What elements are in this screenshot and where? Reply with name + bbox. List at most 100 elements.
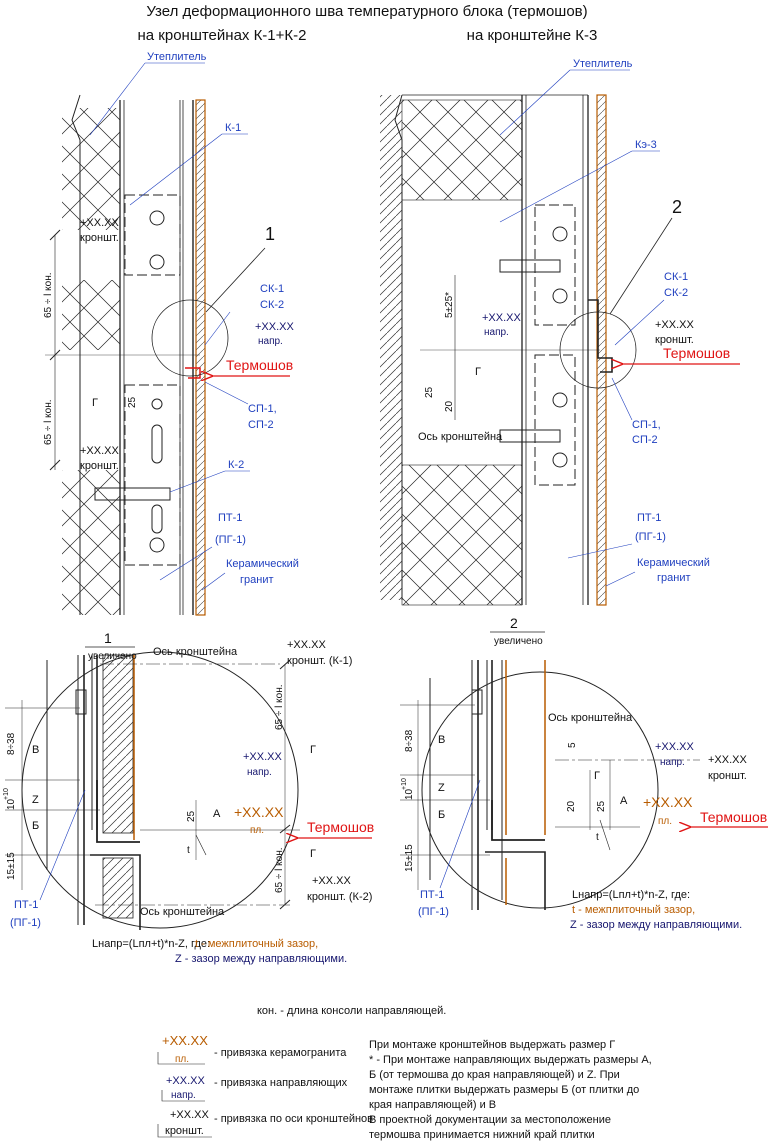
detail-2-level-bracket: кроншт. bbox=[708, 770, 747, 782]
detail-2-b: Б bbox=[438, 809, 445, 821]
detail-2-level-value-bracket: +XX.XX bbox=[708, 754, 747, 766]
level-bracket-2: кроншт. bbox=[80, 460, 119, 472]
dim-25-left: 25 bbox=[127, 396, 138, 408]
detail-2-level-plate: пл. bbox=[658, 816, 672, 827]
right-panel-heading: на кронштейне К-3 bbox=[467, 27, 598, 44]
detail-1-bracket-axis-top: Ось кронштейна bbox=[153, 646, 238, 658]
note-right-4: монтаже плитки выдержать размеры Б (от п… bbox=[369, 1084, 639, 1096]
formula-1-main: Lнапр=(Lпл+t)*n-Z, где: bbox=[92, 938, 210, 950]
detail-1-drawing bbox=[5, 651, 300, 930]
label-insulation-left: Утеплитель bbox=[147, 51, 207, 63]
detail-2-dim-15: 15±15 bbox=[404, 844, 415, 872]
legend-text-guide: - привязка направляющих bbox=[214, 1077, 348, 1089]
formula-1-z: Z - зазор между направляющими. bbox=[175, 953, 347, 965]
label-pg1-left: (ПГ-1) bbox=[215, 534, 246, 546]
termoshov-label-left: Термошов bbox=[226, 357, 293, 373]
detail-1-termoshov: Термошов bbox=[307, 819, 374, 835]
detail-2-t: t bbox=[596, 832, 599, 843]
mark-1-left: 1 bbox=[265, 224, 275, 244]
legend-text-bracket: - привязка по оси кронштейнов bbox=[214, 1113, 373, 1125]
detail-2-g: Г bbox=[594, 770, 600, 782]
label-insulation-right: Утеплитель bbox=[573, 58, 633, 70]
formula-1-t: t - межплиточный зазор, bbox=[195, 938, 318, 950]
detail-1-b: Б bbox=[32, 820, 39, 832]
detail-1-pt1: ПТ-1 bbox=[14, 899, 38, 911]
detail-1-dim-65-top: 65 ÷ l кон. bbox=[274, 684, 285, 730]
label-sk1-right: СК-1 bbox=[664, 271, 688, 283]
note-right-7: термошва принимается нижний край плитки bbox=[369, 1129, 595, 1141]
detail-2-level-guide: напр. bbox=[660, 757, 685, 768]
detail-1-bracket-axis-bottom: Ось кронштейна bbox=[140, 906, 225, 918]
detail-1-t: t bbox=[187, 845, 190, 856]
detail-2-pg1: (ПГ-1) bbox=[418, 906, 449, 918]
label-ceramic-right-1: Керамический bbox=[637, 557, 710, 569]
label-pt1-right: ПТ-1 bbox=[637, 512, 661, 524]
label-ceramic-left-1: Керамический bbox=[226, 558, 299, 570]
dim-65-left-2: 65 ÷ l кон. bbox=[43, 399, 54, 445]
note-right-6: В проектной документации за местоположен… bbox=[369, 1114, 611, 1126]
detail-1-level-k1: кроншт. (К-1) bbox=[287, 655, 352, 667]
legend-plate: пл. bbox=[175, 1054, 189, 1065]
label-pg1-right: (ПГ-1) bbox=[635, 531, 666, 543]
dim-5-25-right: 5±25* bbox=[444, 292, 455, 318]
level-guide-left: напр. bbox=[258, 336, 283, 347]
note-right-2: * - При монтаже направляющих выдержать р… bbox=[369, 1054, 652, 1066]
label-pt1-left: ПТ-1 bbox=[218, 512, 242, 524]
legend-value-plate: +XX.XX bbox=[162, 1033, 208, 1048]
termoshov-label-right: Термошов bbox=[663, 345, 730, 361]
label-ceramic-right-2: гранит bbox=[657, 572, 691, 584]
detail-2-termoshov: Термошов bbox=[700, 809, 767, 825]
mark-2-right: 2 bbox=[672, 197, 682, 217]
detail-2-enlarged: увеличено bbox=[494, 636, 543, 647]
legend-bracket: кроншт. bbox=[165, 1125, 204, 1137]
legend-value-bracket: +XX.XX bbox=[170, 1109, 209, 1121]
formula-2-z: Z - зазор между направляющими. bbox=[570, 919, 742, 931]
detail-1-dim-25: 25 bbox=[186, 810, 197, 822]
detail-1-a: А bbox=[213, 808, 221, 820]
detail-1-level-k2: кроншт. (К-2) bbox=[307, 891, 372, 903]
detail-1-level-value-guide: +XX.XX bbox=[243, 751, 282, 763]
dim-25-right: 25 bbox=[424, 386, 435, 398]
detail-1-dim-65-bottom: 65 ÷ l кон. bbox=[274, 847, 285, 893]
detail-1-level-plate: пл. bbox=[250, 825, 264, 836]
detail-1-dim-15: 15±15 bbox=[6, 852, 17, 880]
level-guide-right: напр. bbox=[484, 327, 509, 338]
detail-2-dim-10: 10 bbox=[404, 788, 415, 800]
formula-2-t: t - межплиточный зазор, bbox=[572, 904, 695, 916]
label-g-right: Г bbox=[475, 366, 481, 378]
label-g-left: Г bbox=[92, 397, 98, 409]
detail-1-level-value-plate: +XX.XX bbox=[234, 804, 284, 820]
level-value-guide-right: +XX.XX bbox=[482, 312, 521, 324]
detail-2-drawing bbox=[400, 660, 700, 910]
label-sp1-left: СП-1, bbox=[248, 403, 277, 415]
left-section-drawing bbox=[45, 94, 266, 616]
detail-2-a: А bbox=[620, 795, 628, 807]
level-value-bracket-right: +XX.XX bbox=[655, 319, 694, 331]
note-right-1: При монтаже кронштейнов выдержать размер… bbox=[369, 1039, 615, 1051]
detail-2-v: В bbox=[438, 734, 445, 746]
detail-2-pt1: ПТ-1 bbox=[420, 889, 444, 901]
note-right-5: края направляющей) и В bbox=[369, 1099, 496, 1111]
label-ke3-right: Кэ-3 bbox=[635, 139, 657, 151]
detail-1-mark: 1 bbox=[104, 630, 112, 646]
detail-1-z: Z bbox=[32, 794, 39, 806]
detail-2-z: Z bbox=[438, 782, 445, 794]
detail-1-dim-8-38: 8÷38 bbox=[6, 732, 17, 755]
left-panel-heading: на кронштейнах К-1+К-2 bbox=[138, 27, 307, 44]
legend-guide: напр. bbox=[171, 1090, 196, 1101]
detail-2-mark: 2 bbox=[510, 615, 518, 631]
label-ceramic-left-2: гранит bbox=[240, 574, 274, 586]
formula-2-main: Lнапр=(Lпл+t)*n-Z, где: bbox=[572, 889, 690, 901]
detail-1-dim-10-sup: +10 bbox=[3, 788, 10, 800]
detail-1-dim-10: 10 bbox=[6, 798, 17, 810]
detail-1-level-value-k2: +XX.XX bbox=[312, 875, 351, 887]
label-sp1-right: СП-1, bbox=[632, 419, 661, 431]
detail-2-dim-8-38: 8÷38 bbox=[404, 729, 415, 752]
dim-20-right: 20 bbox=[444, 400, 455, 412]
level-value-guide-left: +XX.XX bbox=[255, 321, 294, 333]
label-sp2-left: СП-2 bbox=[248, 419, 274, 431]
level-value-bracket-1: +XX.XX bbox=[80, 217, 119, 229]
detail-2-dim-25: 25 bbox=[596, 800, 607, 812]
detail-2-level-value-plate: +XX.XX bbox=[643, 794, 693, 810]
